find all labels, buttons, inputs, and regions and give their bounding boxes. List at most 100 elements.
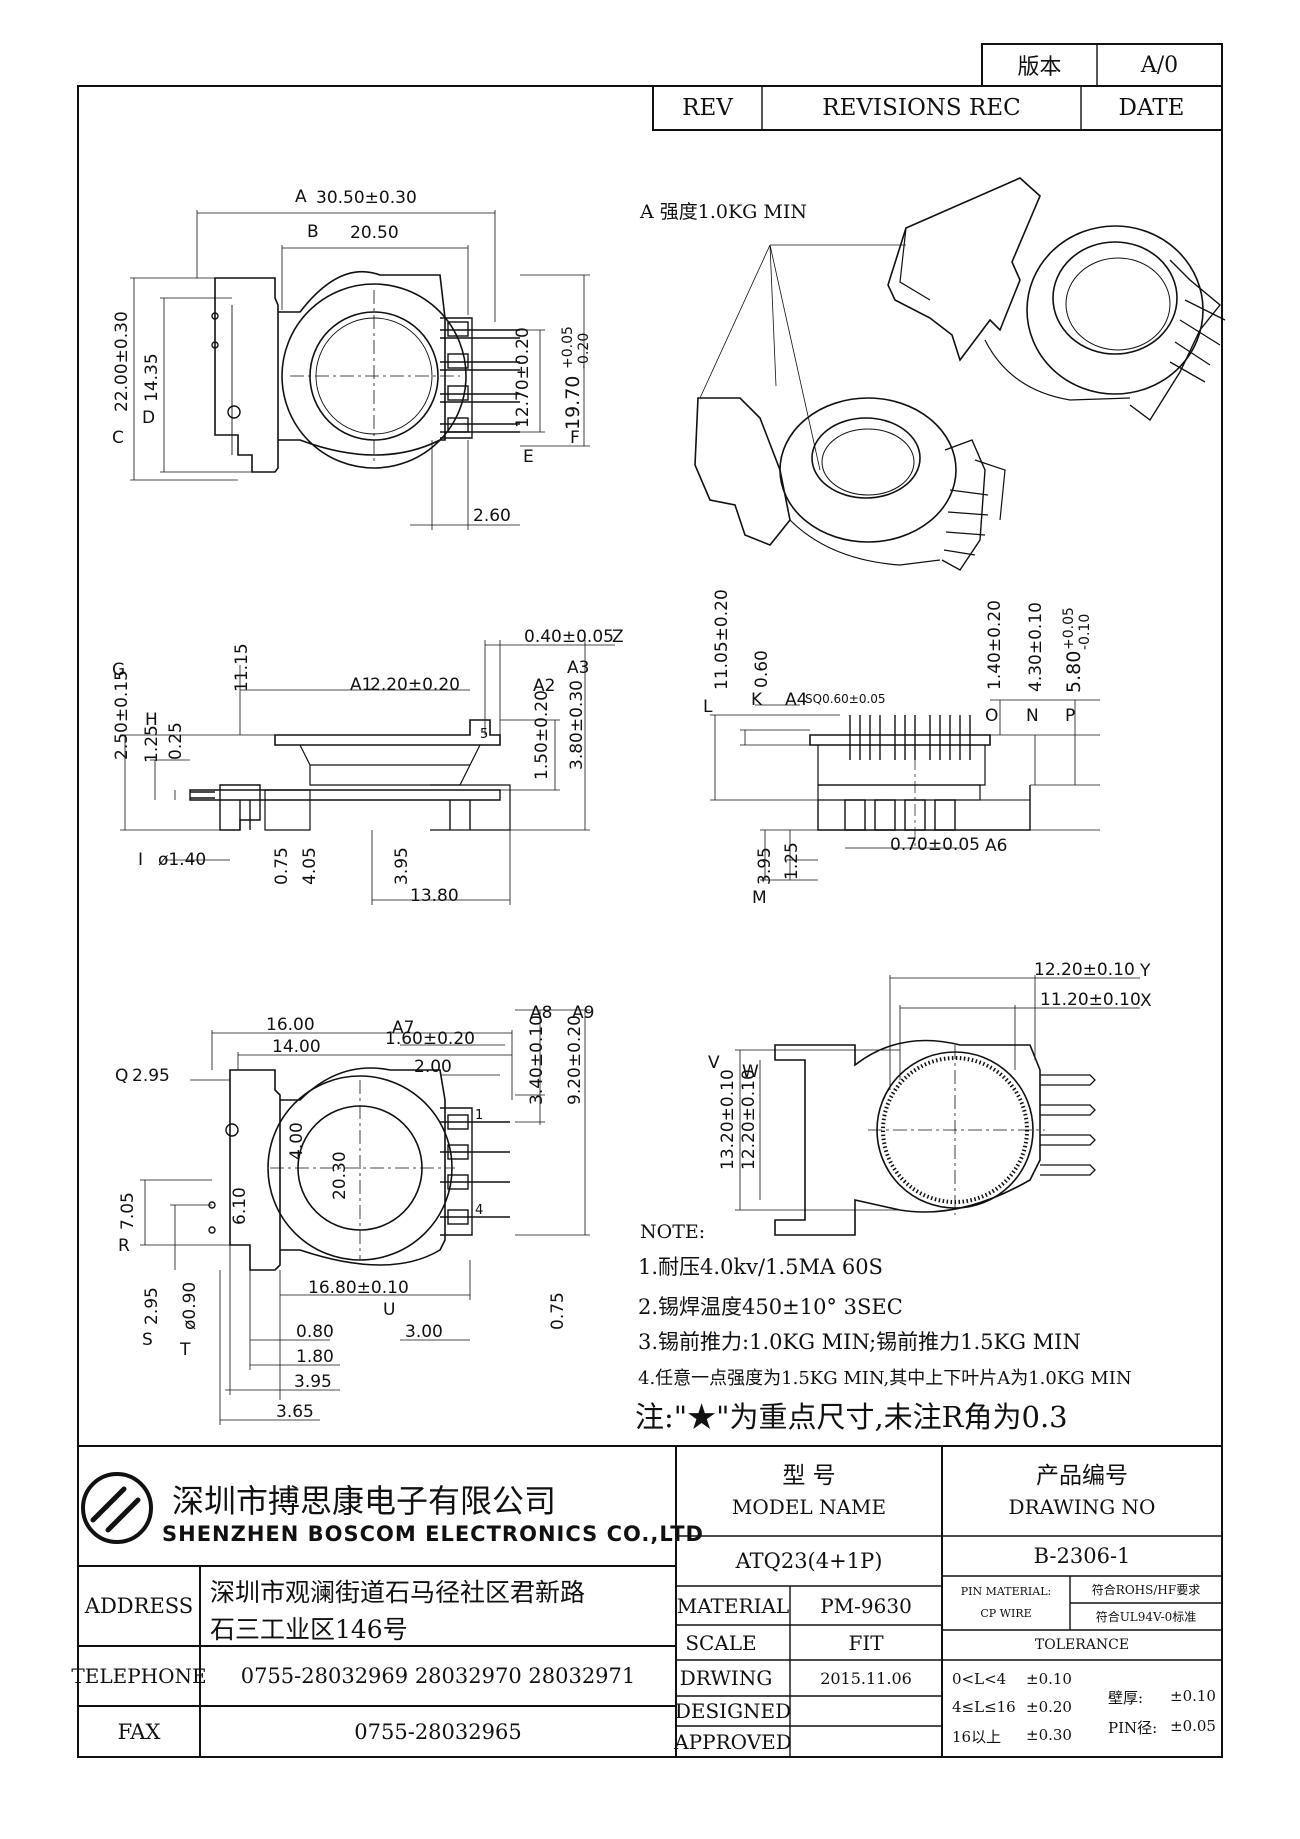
rohs-compliance: 符合ROHS/HF要求	[1091, 1583, 1201, 1597]
dim-top-thickness: 0.40±0.05	[524, 627, 614, 647]
tol-range-3: 16以上	[952, 1728, 1002, 1746]
dim-overall-height: 22.00±0.30	[112, 311, 132, 412]
dim-tol-lower: -0.10	[1077, 613, 1093, 650]
dim-base-thickness: 2.50±0.15	[112, 670, 132, 760]
dim-pin-total: 5.80	[1063, 650, 1085, 693]
pin-number-1: 1	[475, 1108, 484, 1123]
dim-tag: Q	[115, 1066, 129, 1086]
dim-tag: D	[142, 408, 156, 428]
version-value: A/0	[1140, 52, 1179, 78]
dim-pin-offset: 2.60	[473, 506, 511, 526]
dim-bore: 20.30	[330, 1151, 350, 1200]
dim-tag: Y	[1140, 961, 1151, 981]
dim-pin-gap: 2.00	[414, 1057, 452, 1077]
model-value: ATQ23(4+1P)	[735, 1549, 883, 1573]
dim-tag: R	[118, 1236, 130, 1256]
note-important: 注:"★"为重点尺寸,未注R角为0.3	[635, 1400, 1068, 1434]
dim-mount-pitch: 6.10	[230, 1187, 250, 1225]
dim-tag: F	[570, 428, 580, 448]
dim-rim-4: 3.65	[276, 1402, 314, 1422]
bottom-right-view	[735, 975, 1140, 1236]
dim-tag: N	[1026, 706, 1039, 726]
date-label: DATE	[1118, 95, 1185, 121]
wall-thickness-value: ±0.10	[1170, 1687, 1216, 1705]
dim-pin-row-height: 19.70	[562, 375, 584, 430]
company-name-en: SHENZHEN BOSCOM ELECTRONICS CO.,LTD	[162, 1522, 704, 1546]
dim-tag: T	[180, 1340, 191, 1360]
tol-value-3: ±0.30	[1026, 1726, 1072, 1744]
drawing-label-cn: 产品编号	[1036, 1463, 1128, 1489]
address-line-2: 石三工业区146号	[210, 1615, 408, 1644]
dim-rim-2: 1.80	[296, 1347, 334, 1367]
dim-tag: Z	[612, 627, 624, 647]
top-view	[130, 210, 590, 530]
dim-pin-overhang: 3.00	[405, 1322, 443, 1342]
dim-tag: X	[1140, 991, 1152, 1011]
drwing-label: DRWING	[679, 1666, 773, 1690]
dim-tag: A2	[533, 676, 556, 696]
dim-inner-width: 20.50	[350, 223, 399, 243]
wall-thickness-label: 壁厚:	[1108, 1689, 1144, 1707]
dim-tag: S	[142, 1330, 153, 1350]
rev-label: REV	[682, 95, 733, 121]
dim-flange-height: 2.20±0.20	[370, 675, 460, 695]
dim-inner-rim: 11.20±0.10	[1040, 990, 1141, 1010]
material-label: MATERIAL	[676, 1593, 790, 1618]
pin-material-label: PIN MATERIAL:	[960, 1584, 1052, 1598]
pin-number-5: 5	[480, 727, 489, 742]
side-view	[120, 640, 615, 905]
dim-mount-height: 7.05	[118, 1192, 138, 1230]
model-label-en: MODEL NAME	[731, 1495, 887, 1519]
address-line-1: 深圳市观澜街道石马径社区君新路	[210, 1578, 586, 1607]
dim-tag: E	[523, 447, 534, 467]
dim-step-height: 1.25	[142, 725, 162, 763]
approved-label: APPROVED	[674, 1729, 792, 1754]
fax-value: 0755-28032965	[354, 1719, 522, 1744]
dim-core-slot: 4.00	[287, 1122, 307, 1160]
dim-tol-upper: +0.05	[560, 326, 576, 369]
dim-tag: K	[751, 690, 763, 710]
drawing-frame	[77, 85, 1223, 1758]
title-block	[78, 1445, 1222, 1757]
dim-tol-lower: -0.20	[576, 332, 592, 369]
tol-value-1: ±0.10	[1026, 1670, 1072, 1688]
designed-label: DESIGNED	[674, 1699, 792, 1723]
dim-front-height: 11.05±0.20	[712, 589, 732, 690]
company-logo-ring	[81, 1472, 153, 1544]
dim-tag: P	[1065, 706, 1076, 726]
dim-overall-width: 30.50±0.30	[316, 188, 417, 208]
revisions-label: REVISIONS REC	[822, 95, 1021, 121]
dim-tag: A6	[985, 836, 1008, 856]
dim-bottom-length: 16.80±0.10	[308, 1278, 409, 1298]
version-label: 版本	[1017, 55, 1062, 80]
dim-hole-offset: 2.95	[142, 1287, 162, 1325]
model-label-cn: 型 号	[782, 1463, 836, 1489]
dim-tag: L	[703, 697, 713, 717]
dim-body-height: 3.80±0.30	[567, 680, 587, 770]
dim-tag: A7	[392, 1018, 415, 1038]
dim-bottom-inner: 14.00	[272, 1037, 321, 1057]
pin-number-4: 4	[475, 1203, 484, 1218]
dim-tag: A	[295, 187, 307, 207]
front-view	[710, 699, 1100, 881]
isometric-view	[694, 177, 1226, 571]
dim-tag: H	[145, 710, 158, 730]
scale-label: SCALE	[685, 1630, 757, 1655]
tolerance-label: TOLERANCE	[1034, 1637, 1130, 1653]
note-1: 1.耐压4.0kv/1.5MA 60S	[638, 1255, 883, 1279]
dim-pin-pitch: 0.70±0.05	[890, 835, 980, 855]
pin-material-value: CP WIRE	[980, 1606, 1032, 1620]
dim-rim-3: 3.95	[294, 1372, 332, 1392]
dim-tol-upper: +0.05	[1061, 607, 1077, 650]
strength-note: A 强度1.0KG MIN	[640, 201, 807, 223]
note-2: 2.锡焊温度450±10° 3SEC	[638, 1295, 903, 1319]
scale-value: FIT	[848, 1630, 884, 1655]
dim-edge-offset: 2.95	[132, 1066, 170, 1086]
dim-outer-diameter: 13.20±0.10	[718, 1069, 738, 1170]
dim-pin-lip: 1.25	[782, 842, 802, 880]
dim-bottom-width: 16.00	[266, 1015, 315, 1035]
dim-flange-offset: 11.15	[232, 643, 252, 692]
dim-pin-drop: 3.95	[755, 847, 775, 885]
ul-compliance: 符合UL94V-0标准	[1095, 1610, 1197, 1624]
